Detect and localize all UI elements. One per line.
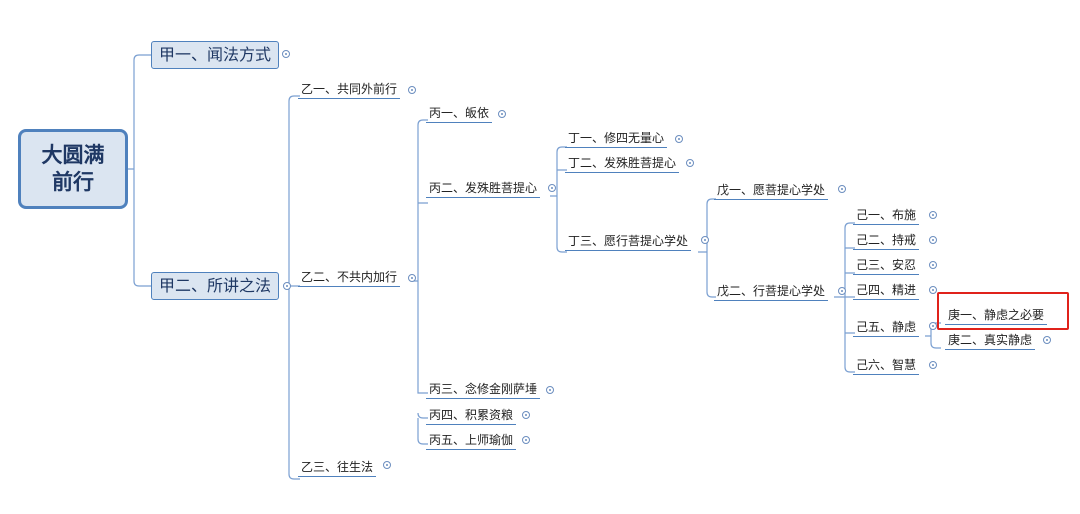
node-bing1-label: 丙一、皈依 (429, 106, 490, 120)
node-bing5-label: 丙五、上师瑜伽 (429, 433, 514, 447)
collapse-toggle-yi1[interactable] (408, 86, 416, 94)
node-ji4[interactable]: 己四、精进 (853, 281, 920, 300)
collapse-toggle-ding1[interactable] (675, 135, 683, 143)
node-bing3-label: 丙三、念修金刚萨埵 (429, 382, 538, 396)
node-geng1-label: 庚一、静虑之必要 (948, 308, 1045, 322)
node-ding2-label: 丁二、发殊胜菩提心 (568, 156, 677, 170)
collapse-toggle-jia2[interactable] (283, 282, 291, 290)
collapse-toggle-wu2[interactable] (838, 287, 846, 295)
collapse-toggle-ji1[interactable] (929, 211, 937, 219)
node-ji1-label: 己一、布施 (856, 208, 917, 222)
node-geng2[interactable]: 庚二、真实静虑 (945, 331, 1036, 350)
node-bing5[interactable]: 丙五、上师瑜伽 (426, 431, 517, 450)
collapse-toggle-ding3[interactable] (701, 236, 709, 244)
collapse-toggle-ji5[interactable] (929, 322, 937, 330)
connector-yi2-bing (412, 119, 428, 445)
node-bing4-label: 丙四、积累资粮 (429, 408, 514, 422)
node-ji5-label: 己五、静虑 (856, 320, 917, 334)
node-ji6-label: 己六、智慧 (856, 358, 917, 372)
node-ji5[interactable]: 己五、静虑 (853, 318, 920, 337)
collapse-toggle-yi2[interactable] (408, 274, 416, 282)
collapse-toggle-geng2[interactable] (1043, 336, 1051, 344)
node-yi1-label: 乙一、共同外前行 (301, 82, 398, 96)
node-bing3[interactable]: 丙三、念修金刚萨埵 (426, 380, 541, 399)
collapse-toggle-ding2[interactable] (686, 159, 694, 167)
connector-bing2-ding (550, 146, 567, 253)
node-wu2[interactable]: 戊二、行菩提心学处 (714, 282, 829, 301)
node-ding2[interactable]: 丁二、发殊胜菩提心 (565, 154, 680, 173)
node-jia2[interactable]: 甲二、所讲之法 (151, 272, 280, 300)
collapse-toggle-bing3[interactable] (546, 386, 554, 394)
node-ding1[interactable]: 丁一、修四无量心 (565, 129, 668, 148)
node-ji4-label: 己四、精进 (856, 283, 917, 297)
node-ding3[interactable]: 丁三、愿行菩提心学处 (565, 232, 692, 251)
node-yi3[interactable]: 乙三、往生法 (298, 458, 377, 477)
node-bing4[interactable]: 丙四、积累资粮 (426, 406, 517, 425)
node-wu1[interactable]: 戊一、愿菩提心学处 (714, 181, 829, 200)
collapse-toggle-bing5[interactable] (522, 436, 530, 444)
collapse-toggle-wu1[interactable] (838, 185, 846, 193)
root-node[interactable]: 大圆满 前行 (18, 129, 128, 209)
node-wu2-label: 戊二、行菩提心学处 (717, 284, 826, 298)
collapse-toggle-bing2[interactable] (548, 184, 556, 192)
node-yi2[interactable]: 乙二、不共内加行 (298, 268, 401, 287)
node-ding3-label: 丁三、愿行菩提心学处 (568, 234, 689, 248)
node-wu1-label: 戊一、愿菩提心学处 (717, 183, 826, 197)
node-ji3-label: 己三、安忍 (856, 258, 917, 272)
node-ji2[interactable]: 己二、持戒 (853, 231, 920, 250)
node-bing2[interactable]: 丙二、发殊胜菩提心 (426, 179, 541, 198)
collapse-toggle-bing1[interactable] (498, 110, 506, 118)
node-yi1[interactable]: 乙一、共同外前行 (298, 80, 401, 99)
node-ding1-label: 丁一、修四无量心 (568, 131, 665, 145)
node-ji6[interactable]: 己六、智慧 (853, 356, 920, 375)
collapse-toggle-yi3[interactable] (383, 461, 391, 469)
collapse-toggle-ji2[interactable] (929, 236, 937, 244)
root-label: 大圆满 前行 (41, 143, 105, 194)
connector-root-jia (128, 54, 151, 287)
node-bing2-label: 丙二、发殊胜菩提心 (429, 181, 538, 195)
node-jia1-label: 甲一、闻法方式 (159, 45, 272, 64)
node-yi3-label: 乙三、往生法 (301, 460, 374, 474)
connector-ding3-wu (698, 198, 716, 298)
node-ji1[interactable]: 己一、布施 (853, 206, 920, 225)
node-geng2-label: 庚二、真实静虑 (948, 333, 1033, 347)
collapse-toggle-ji4[interactable] (929, 286, 937, 294)
collapse-toggle-ji6[interactable] (929, 361, 937, 369)
collapse-toggle-bing4[interactable] (522, 411, 530, 419)
node-ji2-label: 己二、持戒 (856, 233, 917, 247)
collapse-toggle-jia1[interactable] (282, 50, 290, 58)
node-yi2-label: 乙二、不共内加行 (301, 270, 398, 284)
node-geng1[interactable]: 庚一、静虑之必要 (945, 306, 1048, 325)
connector-wu2-ji (834, 222, 855, 373)
node-bing1[interactable]: 丙一、皈依 (426, 104, 493, 123)
node-jia1[interactable]: 甲一、闻法方式 (151, 41, 280, 69)
node-jia2-label: 甲二、所讲之法 (159, 276, 272, 295)
highlight-box (937, 292, 1069, 330)
collapse-toggle-ji3[interactable] (929, 261, 937, 269)
node-ji3[interactable]: 己三、安忍 (853, 256, 920, 275)
